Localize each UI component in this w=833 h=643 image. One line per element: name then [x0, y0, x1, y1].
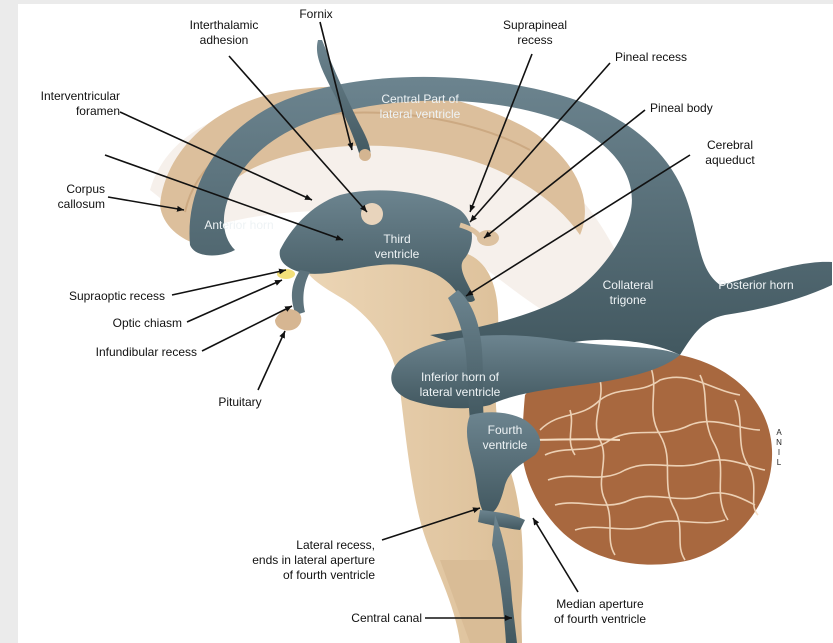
orientation-a: A: [774, 428, 784, 438]
orientation-n: N: [774, 438, 784, 448]
label-central-part: Central Part of lateral ventricle: [360, 92, 480, 122]
orientation-marker: A N I L: [774, 428, 784, 468]
label-median-aperture: Median aperture of fourth ventricle: [540, 597, 660, 627]
label-suprapineal-recess: Suprapineal recess: [485, 18, 585, 48]
label-corpus-callosum: Corpus callosum: [20, 182, 105, 212]
label-pituitary: Pituitary: [200, 395, 280, 410]
pineal-body: [477, 230, 499, 246]
label-optic-chiasm: Optic chiasm: [70, 316, 182, 331]
label-inferior-horn: Inferior horn of lateral ventricle: [400, 370, 520, 400]
label-posterior-horn: Posterior horn: [706, 278, 806, 293]
orientation-l: L: [774, 458, 784, 468]
label-supraoptic-recess: Supraoptic recess: [30, 289, 165, 304]
label-collateral-trigone: Collateral trigone: [588, 278, 668, 308]
label-lateral-recess: Lateral recess, ends in lateral aperture…: [200, 538, 375, 583]
label-fornix: Fornix: [286, 7, 346, 22]
label-infundibular-recess: Infundibular recess: [52, 345, 197, 360]
label-pineal-recess: Pineal recess: [615, 50, 725, 65]
label-anterior-horn: Anterior horn: [188, 218, 290, 233]
label-interthalamic-adhesion: Interthalamic adhesion: [168, 18, 280, 48]
interthalamic-adhesion: [361, 203, 383, 225]
label-third-ventricle: Third ventricle: [362, 232, 432, 262]
label-cerebral-aqueduct: Cerebral aqueduct: [690, 138, 770, 168]
label-pineal-body: Pineal body: [650, 101, 750, 116]
label-interventricular-foramen: Interventricular foramen: [10, 89, 120, 119]
orientation-i: I: [774, 448, 784, 458]
label-central-canal: Central canal: [300, 611, 422, 626]
label-fourth-ventricle: Fourth ventricle: [470, 423, 540, 453]
